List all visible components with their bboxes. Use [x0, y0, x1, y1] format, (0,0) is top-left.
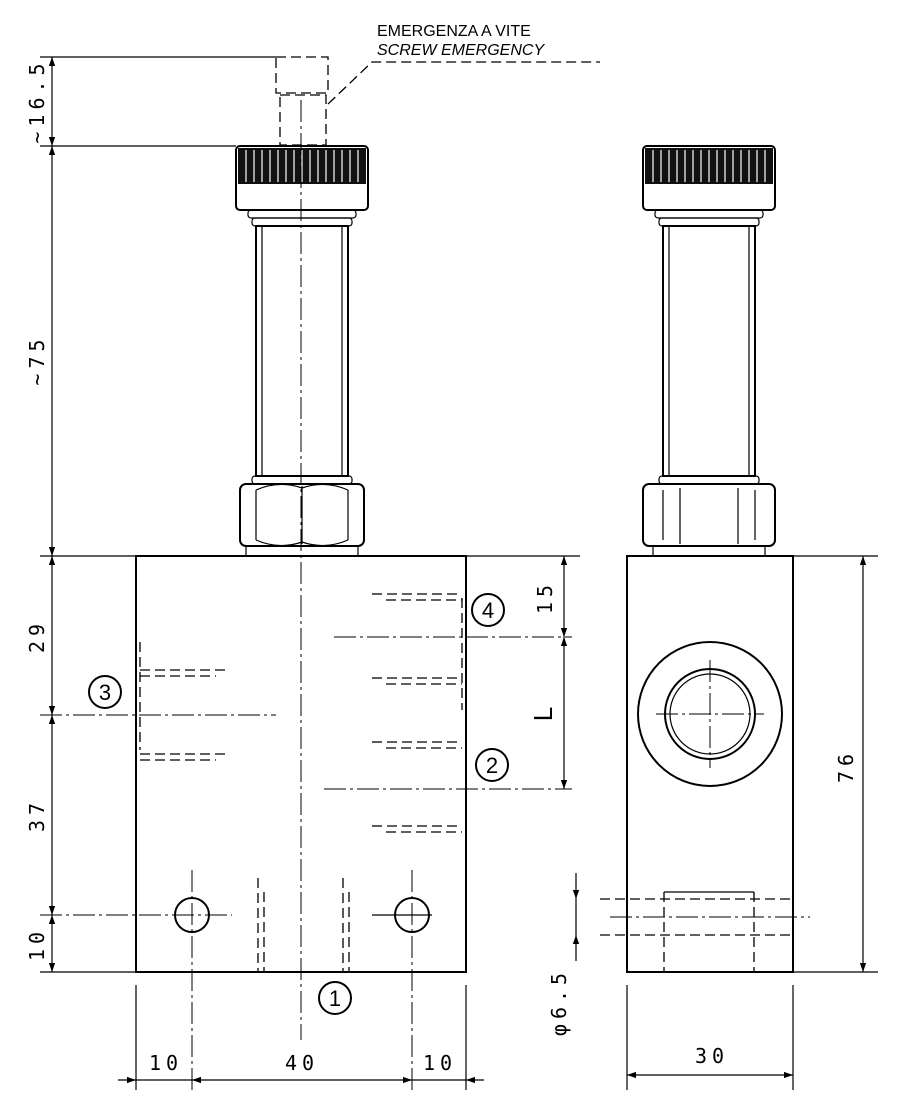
hex-nut-side	[642, 483, 776, 557]
port-2-label: 2	[486, 753, 498, 778]
side-port	[637, 641, 783, 787]
dim-block-width: 30	[695, 1044, 729, 1068]
dim-top-emergency: ~16.5	[25, 58, 49, 143]
emergency-note: EMERGENZA A VITE SCREW EMERGENCY	[377, 23, 545, 59]
front-view: 1 2 3 4	[40, 56, 600, 1090]
note-line-2: SCREW EMERGENCY	[377, 42, 545, 59]
dim-coil-height: ~75	[25, 334, 49, 385]
dim-right-offset: 10	[423, 1051, 457, 1075]
port-1-callout: 1	[318, 981, 352, 1015]
dim-block-height: 76	[834, 749, 858, 783]
dim-hole-spacing: 40	[285, 1051, 319, 1075]
port-4-label: 4	[482, 598, 494, 623]
dim-port-spacing: L	[528, 707, 558, 721]
valve-body-side	[626, 555, 794, 973]
port-2-4-bores	[324, 593, 572, 833]
dim-bottom-hole: 10	[25, 927, 49, 961]
hex-nut	[239, 483, 365, 557]
port-3-callout: 3	[88, 675, 122, 709]
coil-tube	[251, 225, 353, 485]
dim-left-offset: 10	[149, 1051, 183, 1075]
knurled-knob-side	[642, 145, 776, 227]
coil-tube-side	[658, 225, 760, 485]
port-callouts: 1 2 3 4	[88, 593, 509, 1015]
knurled-knob	[235, 145, 369, 227]
dim-lower-port: 37	[25, 798, 49, 832]
emergency-screw-outline	[275, 56, 600, 146]
port-1-label: 1	[329, 986, 341, 1011]
note-line-1: EMERGENZA A VITE	[377, 23, 531, 40]
through-hole-side	[600, 891, 810, 972]
port-2-callout: 2	[475, 748, 509, 782]
port-3-label: 3	[99, 680, 111, 705]
port-4-callout: 4	[471, 593, 505, 627]
dim-port4-offset: 15	[533, 580, 557, 614]
port-1-bore	[257, 878, 350, 972]
dimensions: ~16.5 ~75 29 37 10 15 L 76 φ6.5 10 40 10…	[25, 56, 878, 1090]
dim-hole-diameter: φ6.5	[547, 968, 571, 1036]
port-3-bore	[40, 642, 276, 761]
mounting-holes-front	[40, 870, 432, 1090]
dim-upper-port: 29	[25, 619, 49, 653]
side-view	[600, 145, 810, 973]
